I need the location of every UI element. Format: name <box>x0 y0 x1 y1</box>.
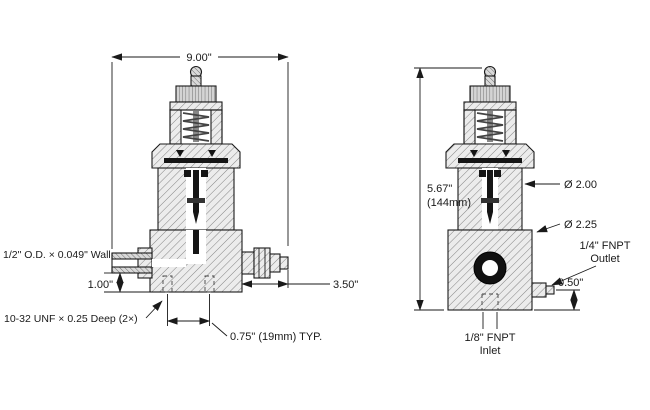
adjust-screw-neck <box>190 75 202 87</box>
outlet-offset-dim: 0.50" <box>558 277 583 289</box>
tube-od-wall-label: 1/2" O.D. × 0.049" Wall <box>3 249 111 261</box>
hole-spacing-dim: 0.75" (19mm) TYP. <box>230 331 322 343</box>
right-view-dimensions: 5.67" (144mm) Ø 2.00 Ø 2.25 1/4" FNPT Ou… <box>414 67 631 357</box>
fitting-projection-dim: 3.50" <box>333 279 358 291</box>
knurled-knob <box>469 85 511 103</box>
overall-height-dim-mm: (144mm) <box>427 197 471 209</box>
mounting-hole-right <box>204 275 215 293</box>
spring-housing <box>169 109 223 145</box>
poppet-stem <box>193 170 199 212</box>
bonnet-flange <box>151 143 241 169</box>
front-port-bore <box>482 260 498 276</box>
left-valve-body <box>111 65 289 293</box>
overall-height-dim: 5.67" <box>427 183 452 195</box>
inlet-word-label: Inlet <box>480 345 501 357</box>
left-view-dimensions: 9.00" 1/2" O.D. × 0.049" Wall 1.00" 3.50… <box>3 52 358 343</box>
lock-nut <box>463 101 517 111</box>
mounting-thread-label: 10-32 UNF × 0.25 Deep (2×) <box>4 313 138 325</box>
outlet-word-label: Outlet <box>590 253 619 265</box>
poppet-stem <box>487 170 493 212</box>
tube-drop-dim: 1.00" <box>88 279 113 291</box>
lock-nut <box>169 101 223 111</box>
outlet-stub <box>531 282 555 298</box>
diaphragm-seal <box>458 158 522 163</box>
upper-body-diameter-dim: Ø 2.00 <box>564 179 597 191</box>
spring-coil <box>182 112 210 142</box>
lower-body-diameter-dim: Ø 2.25 <box>564 219 597 231</box>
diaphragm-seal <box>164 158 228 163</box>
left-view: 9.00" 1/2" O.D. × 0.049" Wall 1.00" 3.50… <box>3 52 358 343</box>
spring-coil <box>476 112 504 142</box>
outlet-port-label: 1/4" FNPT <box>580 240 631 252</box>
inlet-port-hidden <box>481 293 499 310</box>
right-valve-body <box>445 65 555 311</box>
inlet-port-label: 1/8" FNPT <box>465 332 516 344</box>
side-tube <box>111 247 186 279</box>
mounting-hole-left <box>162 275 173 293</box>
overall-width-dim: 9.00" <box>186 52 211 64</box>
adjust-screw-neck <box>484 75 496 87</box>
needle-tip <box>193 212 199 224</box>
side-fitting <box>241 247 289 279</box>
spring-housing <box>463 109 517 145</box>
bonnet-flange <box>445 143 535 169</box>
knurled-knob <box>175 85 217 103</box>
needle-tip <box>487 212 493 224</box>
right-view: 5.67" (144mm) Ø 2.00 Ø 2.25 1/4" FNPT Ou… <box>414 65 631 357</box>
